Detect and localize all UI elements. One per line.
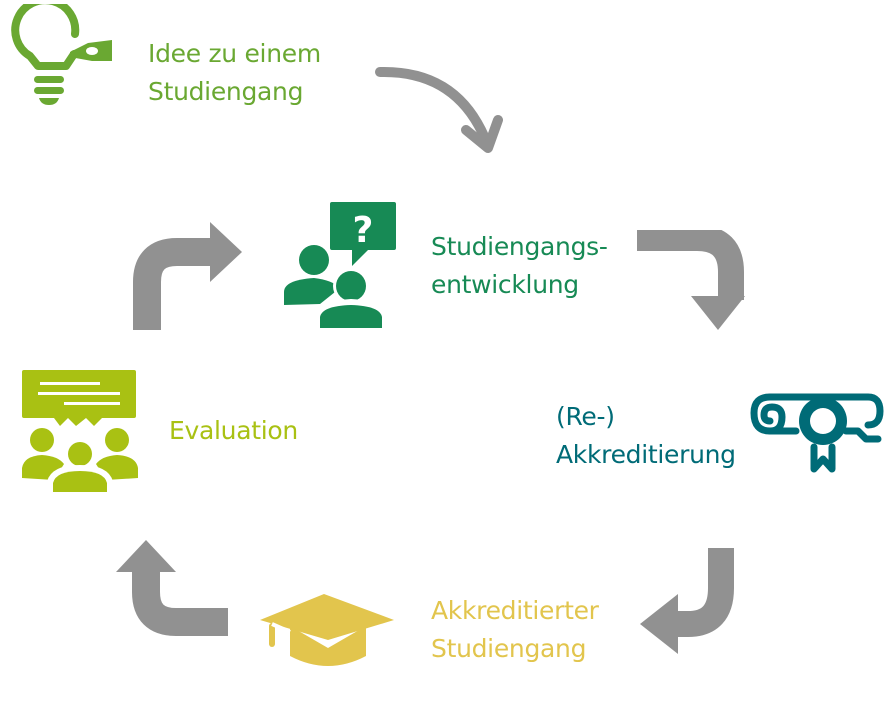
lightbulb-icon xyxy=(11,4,112,105)
people-question-icon: ? xyxy=(284,202,396,330)
graduation-cap-icon xyxy=(260,594,394,666)
step-accreditation-label: (Re-) Akkreditierung xyxy=(556,398,736,474)
step-idea-label: Idee zu einem Studiengang xyxy=(148,35,321,111)
arrow-accredited-to-evaluation xyxy=(116,540,228,636)
arrow-accreditation-to-accredited xyxy=(640,548,734,654)
step-development-line-2: entwicklung xyxy=(431,270,579,299)
arrow-idea-to-development xyxy=(375,66,503,153)
step-evaluation-label: Evaluation xyxy=(169,412,298,450)
arrow-development-to-accreditation xyxy=(637,230,745,330)
step-accreditation-line-1: (Re-) xyxy=(556,402,615,431)
step-idea-line-2: Studiengang xyxy=(148,77,304,106)
arrow-evaluation-to-development xyxy=(133,222,242,330)
step-development-line-1: Studiengangs- xyxy=(431,232,608,261)
step-development-label: Studiengangs- entwicklung xyxy=(431,228,608,304)
svg-text:?: ? xyxy=(353,210,374,251)
step-accreditation-line-2: Akkreditierung xyxy=(556,440,736,469)
step-accredited-line-2: Studiengang xyxy=(431,634,587,663)
step-accredited-label: Akkreditierter Studiengang xyxy=(431,592,599,668)
step-evaluation-line-1: Evaluation xyxy=(169,416,298,445)
step-accredited-line-1: Akkreditierter xyxy=(431,596,599,625)
step-idea-line-1: Idee zu einem xyxy=(148,39,321,68)
diploma-scroll-icon xyxy=(750,393,884,473)
group-feedback-icon xyxy=(22,370,138,494)
